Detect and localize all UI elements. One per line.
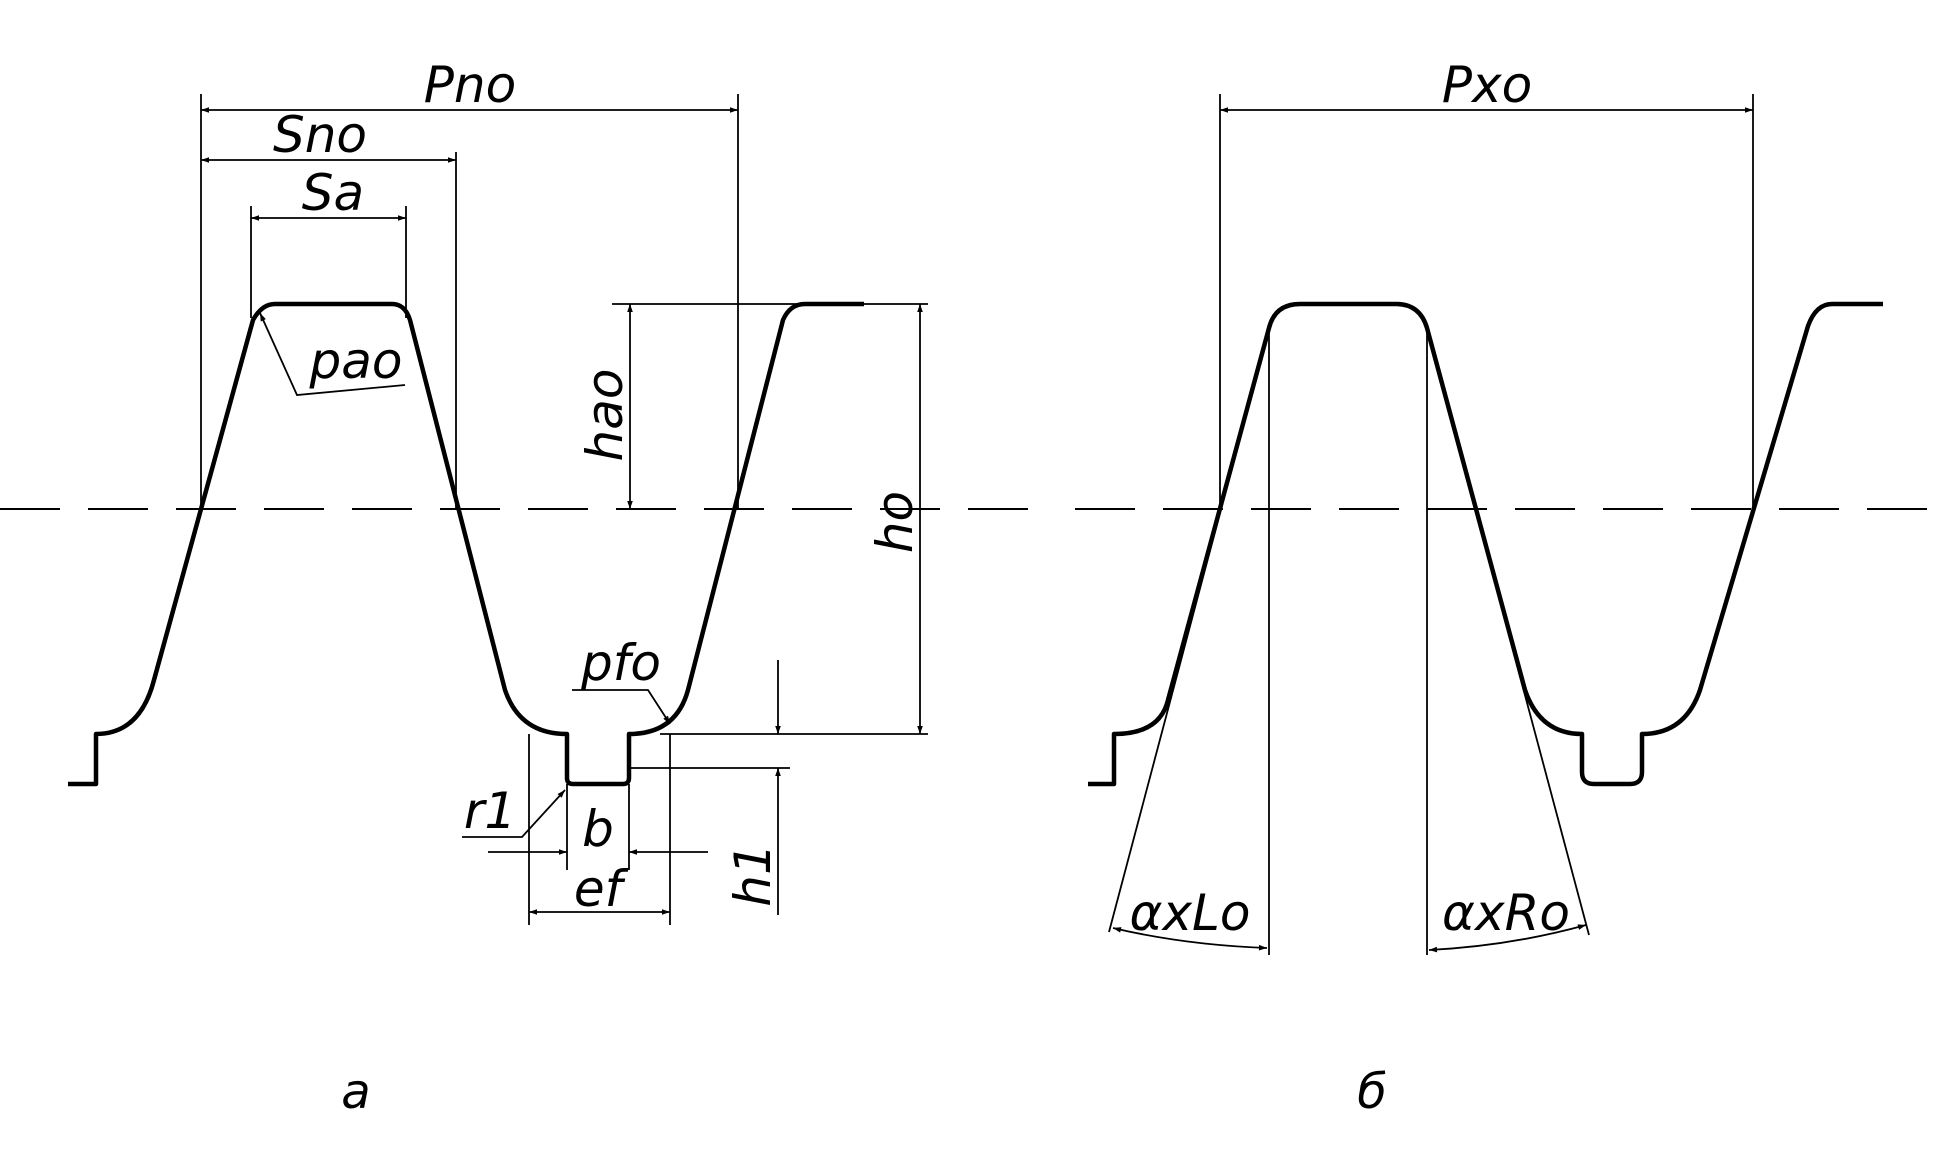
leader-pao [259, 312, 406, 396]
panel-b: Pxo αxLo αxRo б [1075, 56, 1939, 1120]
label-axlo: αxLo [1130, 884, 1251, 942]
label-h1: h1 [724, 843, 782, 907]
caption-a: а [341, 1064, 370, 1120]
label-ef: ef [574, 860, 629, 918]
label-ho: ho [866, 491, 924, 553]
label-pxo: Pxo [1442, 56, 1532, 114]
label-pao: pao [309, 332, 403, 390]
flank-ext-left [1108, 327, 1270, 933]
label-b: b [582, 800, 614, 858]
label-pfo: pfo [580, 634, 661, 692]
leader-r1 [462, 789, 566, 838]
leader-pfo [572, 689, 671, 725]
angle-arc-left [1112, 927, 1268, 951]
tooth-profile-b [1088, 301, 1883, 787]
label-sa: Sa [302, 164, 364, 222]
label-axro: αxRo [1442, 884, 1570, 942]
label-pno: Pno [424, 56, 516, 114]
panel-a: Pno Sno Sa pao hao ho pfo r1 b ef h1 а [0, 56, 1030, 1120]
flank-ext-right [1426, 327, 1590, 936]
tooth-profile-a [68, 301, 864, 787]
label-hao: hao [576, 369, 634, 462]
label-r1: r1 [464, 782, 516, 840]
label-sno: Sno [273, 106, 367, 164]
caption-b: б [1357, 1064, 1387, 1120]
angle-arc-right [1428, 924, 1587, 953]
